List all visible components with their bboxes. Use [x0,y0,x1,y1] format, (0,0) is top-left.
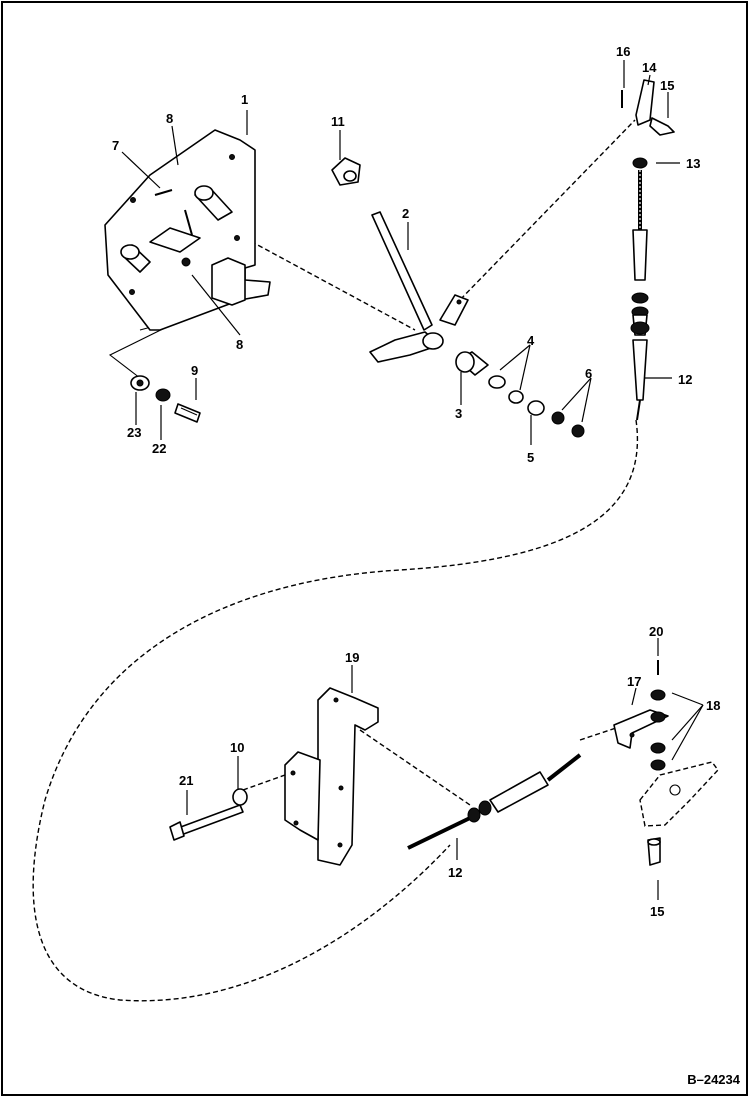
callout-12-upper: 12 [678,372,692,387]
callout-16: 16 [616,44,630,59]
lever-assembly [369,211,469,363]
upper-cable-end [621,79,675,421]
pivot-dash-line [229,229,416,331]
callout-21: 21 [179,773,193,788]
callout-2: 2 [402,206,409,221]
bolt-to-bracket-line [242,774,286,791]
callout-20: 20 [649,624,663,639]
mounting-plate [104,129,271,331]
callout-5: 5 [527,450,534,465]
angle-bracket [284,687,379,866]
cable-run [32,419,639,1002]
bracket-to-cable-line [359,729,471,806]
callout-11: 11 [331,114,345,129]
callout-13: 13 [686,156,700,171]
callout-23: 23 [127,425,141,440]
callout-14: 14 [642,60,657,75]
callout-4: 4 [527,333,535,348]
callout-15-upper: 15 [660,78,674,93]
callout-7: 7 [112,138,119,153]
cable-clip-hardware [613,660,669,771]
callout-9: 9 [191,363,198,378]
callout-3: 3 [455,406,462,421]
callout-19: 19 [345,650,359,665]
bushing-and-washers [455,351,585,438]
pivot-arm [639,761,719,866]
bolt-washer-set [130,375,201,423]
callout-22: 22 [152,441,166,456]
callout-8-upper: 8 [166,111,173,126]
leader-lines [121,60,704,900]
callout-12-lower: 12 [448,865,462,880]
callout-18: 18 [706,698,720,713]
figure-reference: B–24234 [687,1072,741,1087]
lever-to-clevis-line [454,119,636,306]
lever-knob [331,157,361,186]
callout-15-lower: 15 [650,904,664,919]
callout-17: 17 [627,674,641,689]
callout-1: 1 [241,92,248,107]
carriage-bolt [169,788,248,841]
callout-6: 6 [585,366,592,381]
callout-8-lower: 8 [236,337,243,352]
callout-10: 10 [230,740,244,755]
lower-cable-end [407,753,582,850]
